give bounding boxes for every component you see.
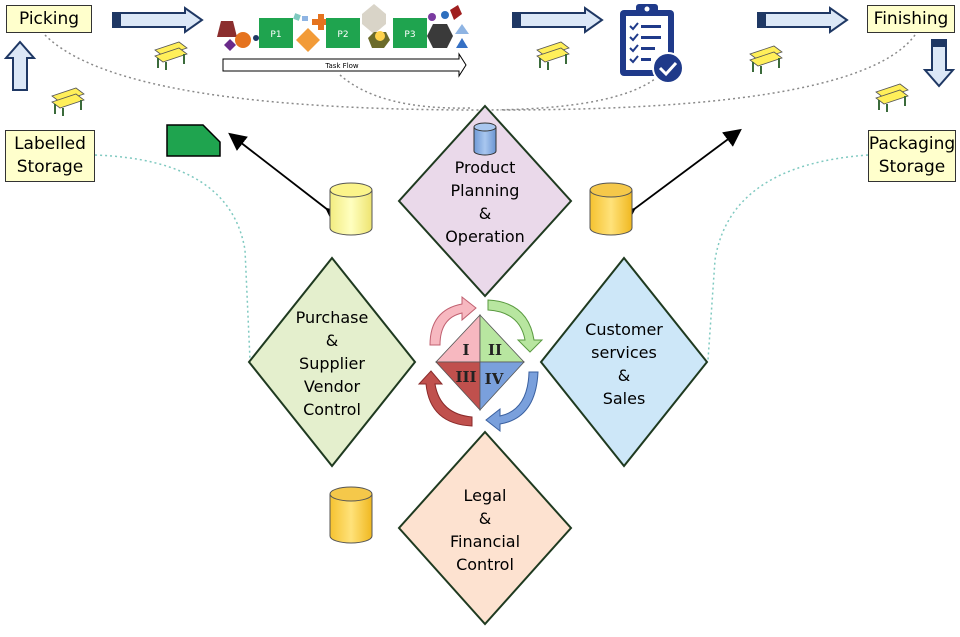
rack-icon	[154, 41, 188, 70]
legal-label-line: &	[478, 509, 492, 528]
task-step-label: P2	[337, 30, 348, 40]
product-planning-label-line: Operation	[445, 227, 525, 246]
labelled-storage-label-line: Storage	[16, 157, 84, 177]
purchase-label-line: Purchase	[295, 307, 369, 327]
dotted-connector-lines	[44, 34, 916, 361]
clipboard-check-icon	[620, 4, 684, 84]
task-flow-collage: P1 P2 P3 Task Flow	[217, 4, 469, 78]
legal-label-line: Control	[456, 555, 514, 574]
purchase-label-line: Control	[303, 399, 361, 419]
legal-label-line: Financial	[449, 532, 521, 551]
rack-icon	[875, 83, 909, 112]
flow-arrow-3	[757, 6, 849, 34]
task-step-label: P1	[270, 30, 281, 40]
product-planning-label-line: Product	[454, 158, 516, 177]
flow-arrow-1	[112, 6, 204, 34]
database-icon	[329, 182, 373, 236]
finishing-label: Finishing	[873, 8, 949, 29]
database-icon	[329, 486, 373, 544]
double-arrow-right	[616, 128, 742, 226]
flow-arrow-up	[3, 40, 37, 91]
packaging-storage-label-line: Packaging	[868, 134, 956, 154]
product-planning-label: Product Planning & Operation	[420, 154, 550, 250]
purchase-label: Purchase & Supplier Vendor Control	[266, 305, 398, 421]
diamond-purchase	[247, 256, 417, 468]
legal-label: Legal & Financial Control	[420, 482, 550, 578]
purchase-label-line: Vendor	[303, 376, 361, 396]
purchase-label-line: Supplier	[299, 353, 365, 373]
picking-box: Picking	[6, 5, 92, 33]
customer-label-line: Sales	[602, 389, 646, 408]
diamond-product-planning	[397, 104, 573, 298]
legal-label-line: Legal	[463, 486, 507, 505]
task-step-label: P3	[404, 30, 415, 40]
quadrant-label: IV	[485, 370, 504, 388]
product-planning-label-line: Planning	[450, 181, 520, 200]
database-icon	[473, 122, 497, 156]
rack-icon	[536, 41, 570, 70]
packaging-storage-box: Packaging Storage	[868, 130, 956, 182]
document-icon	[166, 124, 221, 157]
flow-arrow-down	[922, 39, 956, 88]
flow-arrow-2	[512, 6, 604, 34]
quadrant-label: II	[488, 341, 502, 359]
database-icon	[589, 182, 633, 236]
customer-label-line: &	[617, 366, 631, 385]
task-flow-label: Task Flow	[324, 62, 359, 70]
quadrant-cycle: I II III IV	[417, 295, 544, 433]
purchase-label-line: &	[325, 330, 339, 350]
diamond-legal	[397, 430, 573, 626]
picking-label: Picking	[18, 8, 80, 29]
customer-label-line: Customer	[585, 320, 663, 339]
finishing-box: Finishing	[867, 5, 955, 33]
diamond-customer	[539, 256, 709, 468]
rack-icon	[749, 45, 783, 74]
customer-label: Customer services & Sales	[558, 316, 690, 412]
rack-icon	[51, 87, 85, 116]
quadrant-label: I	[462, 341, 469, 359]
product-planning-label-line: &	[478, 204, 492, 223]
quadrant-label: III	[455, 368, 476, 386]
labelled-storage-label-line: Labelled	[14, 134, 86, 154]
packaging-storage-label-line: Storage	[878, 157, 946, 177]
double-arrow-left	[228, 132, 345, 226]
customer-label-line: services	[591, 343, 657, 362]
labelled-storage-box: Labelled Storage	[5, 130, 95, 182]
